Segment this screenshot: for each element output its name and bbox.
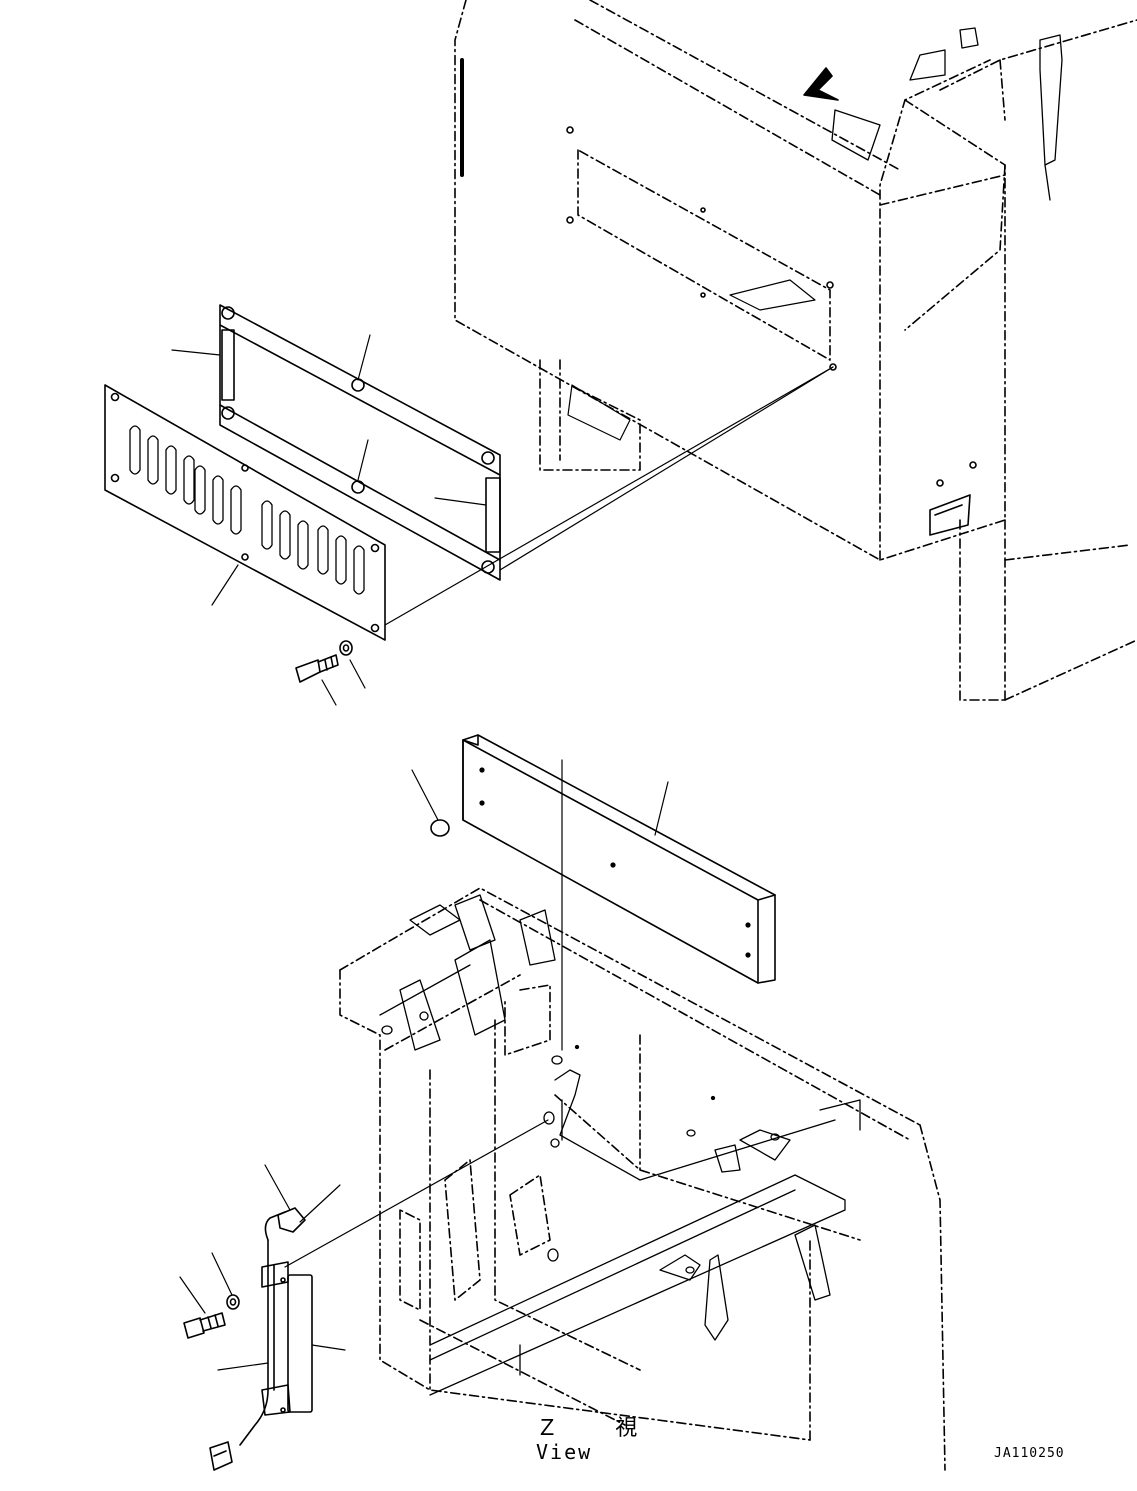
cab-frame-solid-parts [379, 894, 861, 1396]
louver-slots [129, 425, 365, 595]
bolt-upper [295, 654, 339, 683]
bolt-lower [183, 1312, 226, 1339]
cab-panel-upper [454, 0, 1137, 701]
view-label-kanji: Ｚ 視 [536, 1416, 660, 1441]
view-direction-arrow [803, 67, 839, 101]
gasket [219, 304, 501, 581]
lamp-wiring-harness [209, 1207, 313, 1471]
louver-grille [104, 384, 386, 641]
washer-upper [339, 640, 353, 656]
view-label-english: View [536, 1440, 593, 1464]
alignment-lines [284, 366, 834, 1268]
plug-cap [430, 819, 450, 837]
cab-frame-lower [339, 887, 946, 1471]
washer-lower [226, 1294, 240, 1310]
leader-lines [171, 334, 669, 1371]
pad-block [462, 734, 776, 984]
hinge-upper-right [831, 27, 1063, 201]
drawing-code: JA110250 [994, 1446, 1065, 1461]
cab-panel-opening [460, 58, 977, 536]
